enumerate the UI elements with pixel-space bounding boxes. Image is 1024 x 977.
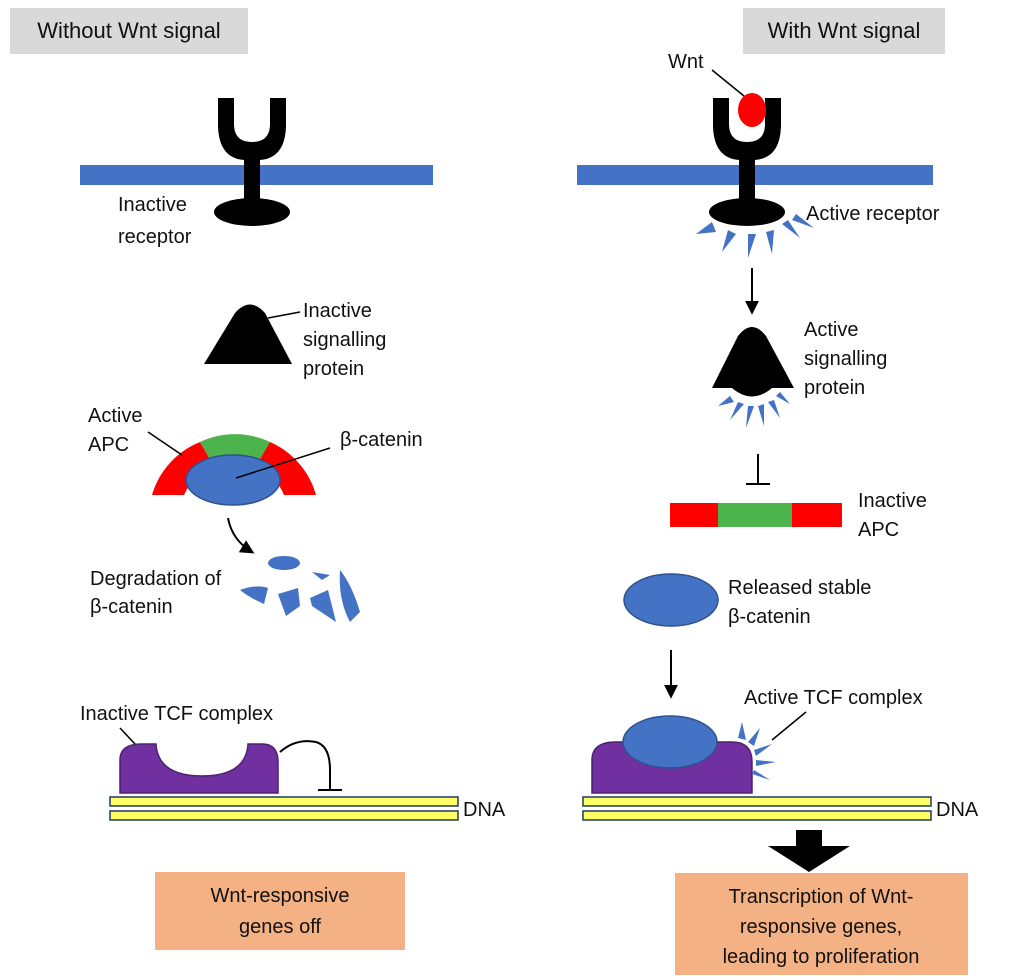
left-degradation-label-1: Degradation of (90, 568, 222, 590)
left-dna-label: DNA (463, 799, 506, 821)
right-beta-catenin-label-1: Released stable (728, 577, 871, 599)
right-header: With Wnt signal (768, 18, 921, 43)
left-tcf-inhibition-line (279, 740, 331, 790)
right-bound-beta-catenin (622, 715, 718, 769)
left-header: Without Wnt signal (37, 18, 220, 43)
right-receptor-activity-spikes (696, 214, 814, 258)
right-receptor-label: Active receptor (806, 203, 940, 225)
right-apc-label-1: Inactive (858, 490, 927, 512)
right-apc-label-2: APC (858, 519, 899, 541)
right-active-signalling-protein (712, 327, 794, 397)
left-receptor-label-1: Inactive (118, 194, 187, 216)
right-released-beta-catenin (623, 573, 719, 627)
left-signalling-label-3: protein (303, 358, 364, 380)
left-inactive-receptor (214, 98, 290, 226)
left-outcome-box (155, 872, 405, 950)
left-header-box (10, 8, 248, 54)
right-outcome-line-2: responsive genes, (740, 916, 902, 938)
right-panel: With Wnt signal Wnt Active receptor (577, 8, 979, 975)
right-beta-catenin-label-2: β-catenin (728, 606, 811, 628)
left-apc-label-2: APC (88, 434, 129, 456)
left-outcome-line-1: Wnt-responsive (211, 885, 350, 907)
right-dna (582, 796, 932, 821)
wnt-ligand (738, 93, 766, 127)
left-receptor-label-2: receptor (118, 226, 192, 248)
left-apc-label-1: Active (88, 405, 142, 427)
right-outcome-line-3: leading to proliferation (723, 946, 920, 968)
left-tcf-label: Inactive TCF complex (80, 703, 273, 725)
right-header-box (743, 8, 945, 54)
left-signalling-label-2: signalling (303, 329, 386, 351)
left-beta-catenin (185, 454, 281, 506)
left-panel: Without Wnt signal Inactive receptor Ina… (10, 8, 506, 950)
left-beta-catenin-fragments (240, 556, 360, 622)
left-degradation-arrow (227, 517, 255, 554)
right-outcome-line-1: Transcription of Wnt- (729, 886, 914, 908)
left-degradation-label-2: β-catenin (90, 596, 173, 618)
left-dna (109, 796, 459, 821)
right-signalling-label-1: Active (804, 319, 858, 341)
right-tcf-activity-spikes (738, 722, 776, 780)
left-inactive-tcf-complex (119, 743, 279, 794)
right-signalling-label-2: signalling (804, 348, 887, 370)
wnt-label: Wnt (668, 51, 704, 73)
left-signalling-label-1: Inactive (303, 300, 372, 322)
right-tcf-label: Active TCF complex (744, 687, 923, 709)
right-signalling-activity-spikes (718, 392, 790, 428)
right-active-receptor (709, 98, 785, 226)
right-inactive-apc (670, 503, 842, 527)
left-beta-catenin-label: β-catenin (340, 429, 423, 451)
transcription-arrow (768, 830, 850, 872)
right-dna-label: DNA (936, 799, 979, 821)
right-outcome-box (675, 873, 968, 975)
right-signalling-label-3: protein (804, 377, 865, 399)
left-inactive-signalling-protein (204, 304, 292, 364)
left-outcome-line-2: genes off (239, 916, 321, 938)
